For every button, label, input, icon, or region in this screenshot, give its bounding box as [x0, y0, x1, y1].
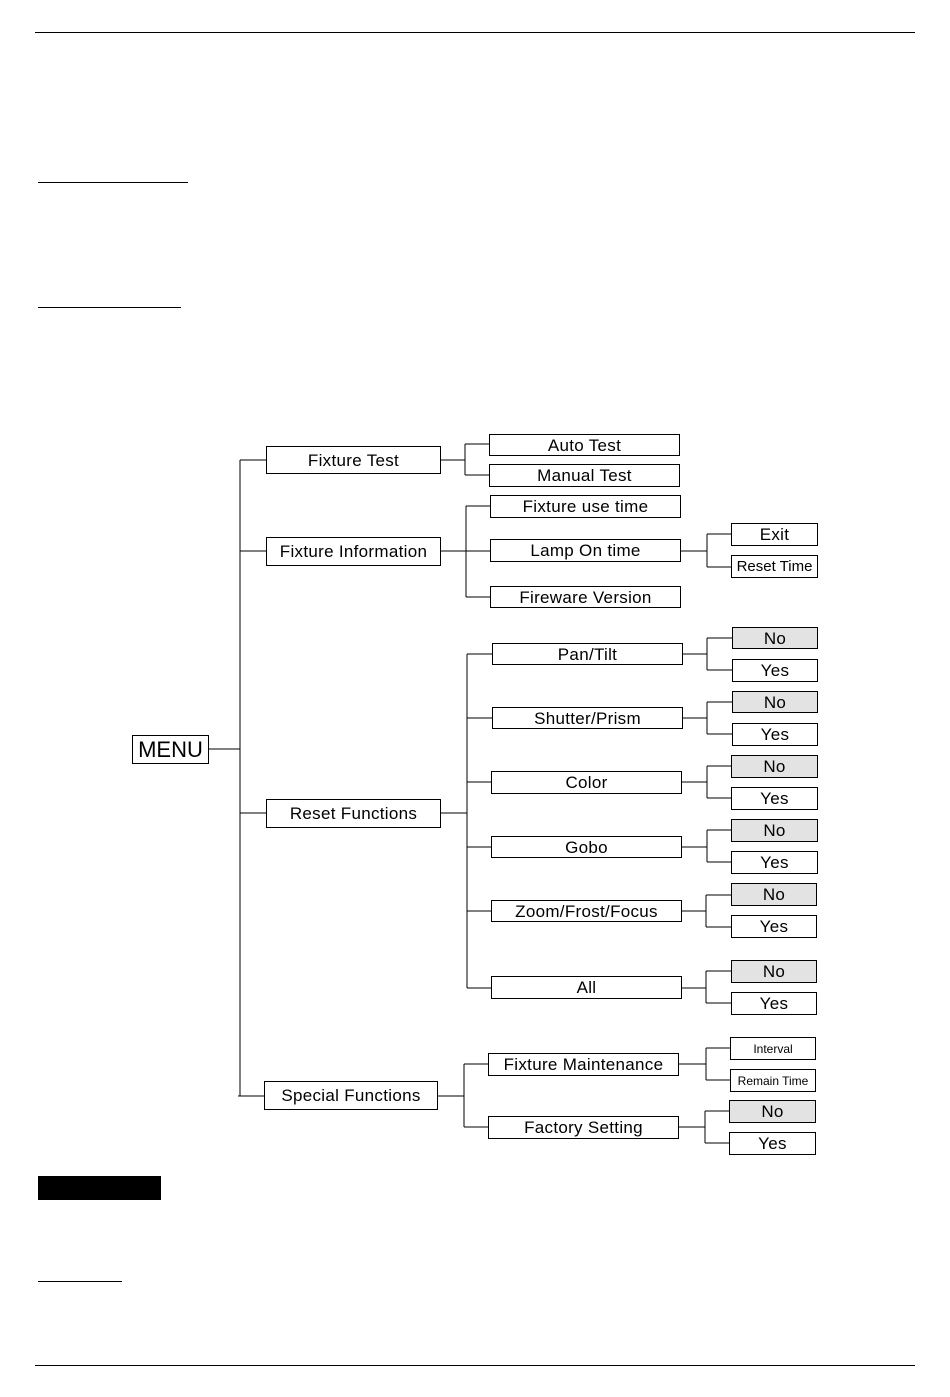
menu-root-box: MENU	[132, 735, 209, 764]
color-yes-box: Yes	[731, 787, 818, 810]
maintenance-remain-time-box: Remain Time	[730, 1069, 816, 1092]
reset-functions-box: Reset Functions	[266, 799, 441, 828]
all-no-box: No	[731, 960, 817, 983]
section-underline-1	[38, 182, 188, 183]
fixture-test-box: Fixture Test	[266, 446, 441, 474]
factory-setting-box: Factory Setting	[488, 1116, 679, 1139]
zoom-yes-box: Yes	[731, 915, 817, 938]
lamp-reset-time-box: Reset Time	[731, 555, 818, 578]
reset-color-box: Color	[491, 771, 682, 794]
gobo-no-box: No	[731, 819, 818, 842]
maintenance-interval-box: Interval	[730, 1037, 816, 1060]
shutter-prism-yes-box: Yes	[732, 723, 818, 746]
color-no-box: No	[731, 755, 818, 778]
top-rule	[35, 32, 915, 33]
reset-shutter-prism-box: Shutter/Prism	[492, 707, 683, 729]
pan-tilt-yes-box: Yes	[732, 659, 818, 682]
special-functions-box: Special Functions	[264, 1081, 438, 1110]
section-underline-2	[38, 307, 181, 308]
lamp-on-time-box: Lamp On time	[490, 539, 681, 562]
section-underline-3	[38, 1281, 122, 1282]
section-black-bar	[38, 1176, 161, 1200]
zoom-no-box: No	[731, 883, 817, 906]
factory-yes-box: Yes	[729, 1132, 816, 1155]
fireware-version-box: Fireware Version	[490, 586, 681, 608]
manual-test-box: Manual Test	[489, 464, 680, 487]
auto-test-box: Auto Test	[489, 434, 680, 456]
fixture-maintenance-box: Fixture Maintenance	[488, 1053, 679, 1076]
shutter-prism-no-box: No	[732, 691, 818, 713]
all-yes-box: Yes	[731, 992, 817, 1015]
pan-tilt-no-box: No	[732, 627, 818, 649]
factory-no-box: No	[729, 1100, 816, 1123]
bottom-rule	[35, 1365, 915, 1366]
reset-zoom-frost-focus-box: Zoom/Frost/Focus	[491, 900, 682, 922]
reset-all-box: All	[491, 976, 682, 999]
fixture-use-time-box: Fixture use time	[490, 495, 681, 518]
fixture-information-box: Fixture Information	[266, 537, 441, 566]
gobo-yes-box: Yes	[731, 851, 818, 874]
reset-gobo-box: Gobo	[491, 836, 682, 858]
lamp-exit-box: Exit	[731, 523, 818, 546]
reset-pan-tilt-box: Pan/Tilt	[492, 643, 683, 665]
